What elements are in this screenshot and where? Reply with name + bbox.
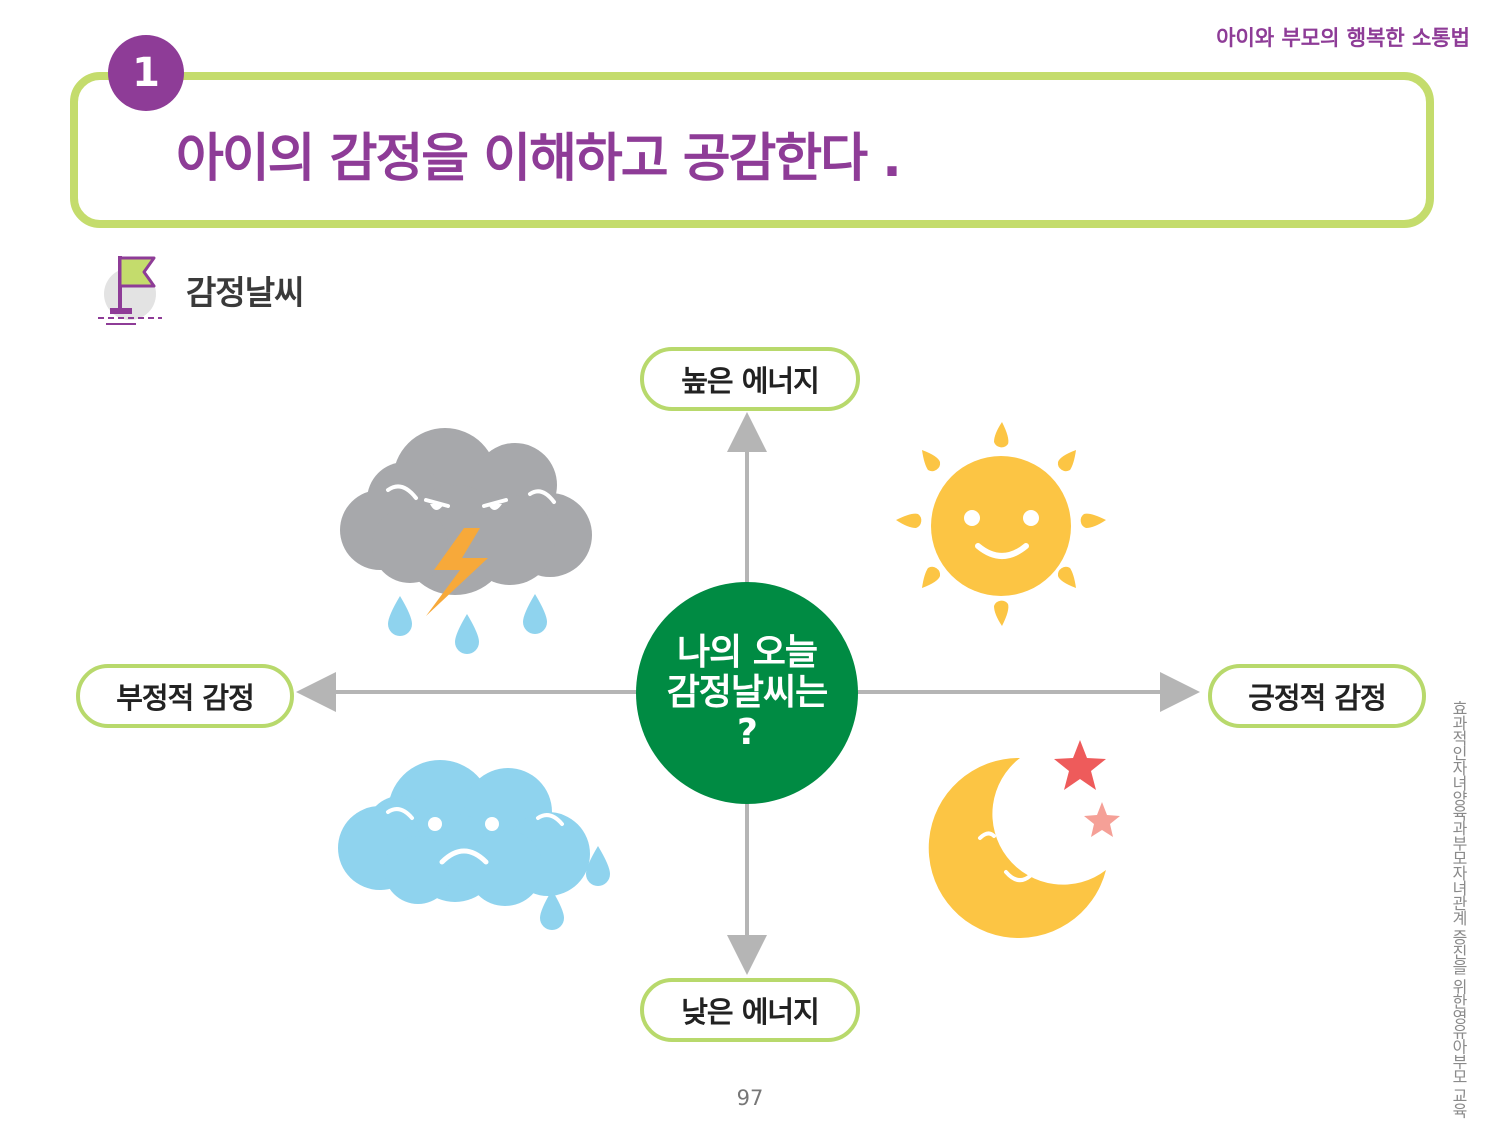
section-number-badge: 1 (108, 35, 184, 111)
negative-emotion-label: 부정적 감정 (76, 664, 294, 728)
page-number: 97 (736, 1086, 764, 1110)
book-title-side-text: 효과적인자녀양육과부모자녀관계 증진을 위한영유아부모 교육 (1449, 700, 1468, 1118)
flag-icon (98, 256, 162, 325)
running-title: 아이와 부모의 행복한 소통법 (1216, 26, 1470, 50)
angry-storm-cloud-icon (340, 428, 592, 654)
low-energy-label: 낮은 에너지 (640, 978, 860, 1042)
smiling-sun-icon (896, 422, 1106, 626)
center-line-1: 나의 오늘 (676, 632, 818, 673)
positive-emotion-label: 긍정적 감정 (1208, 664, 1426, 728)
sad-rain-cloud-icon (338, 760, 610, 930)
heading-frame (70, 72, 1434, 228)
high-energy-label: 높은 에너지 (640, 347, 860, 411)
sleeping-moon-icon (928, 740, 1120, 938)
section-label: 감정날씨 (186, 273, 304, 312)
center-question-circle: 나의 오늘 감정날씨는 ? (636, 582, 858, 804)
center-line-2: 감정날씨는 (666, 672, 829, 713)
page-heading: 아이의 감정을 이해하고 공감한다 . (176, 129, 902, 189)
center-line-3: ? (737, 712, 758, 753)
